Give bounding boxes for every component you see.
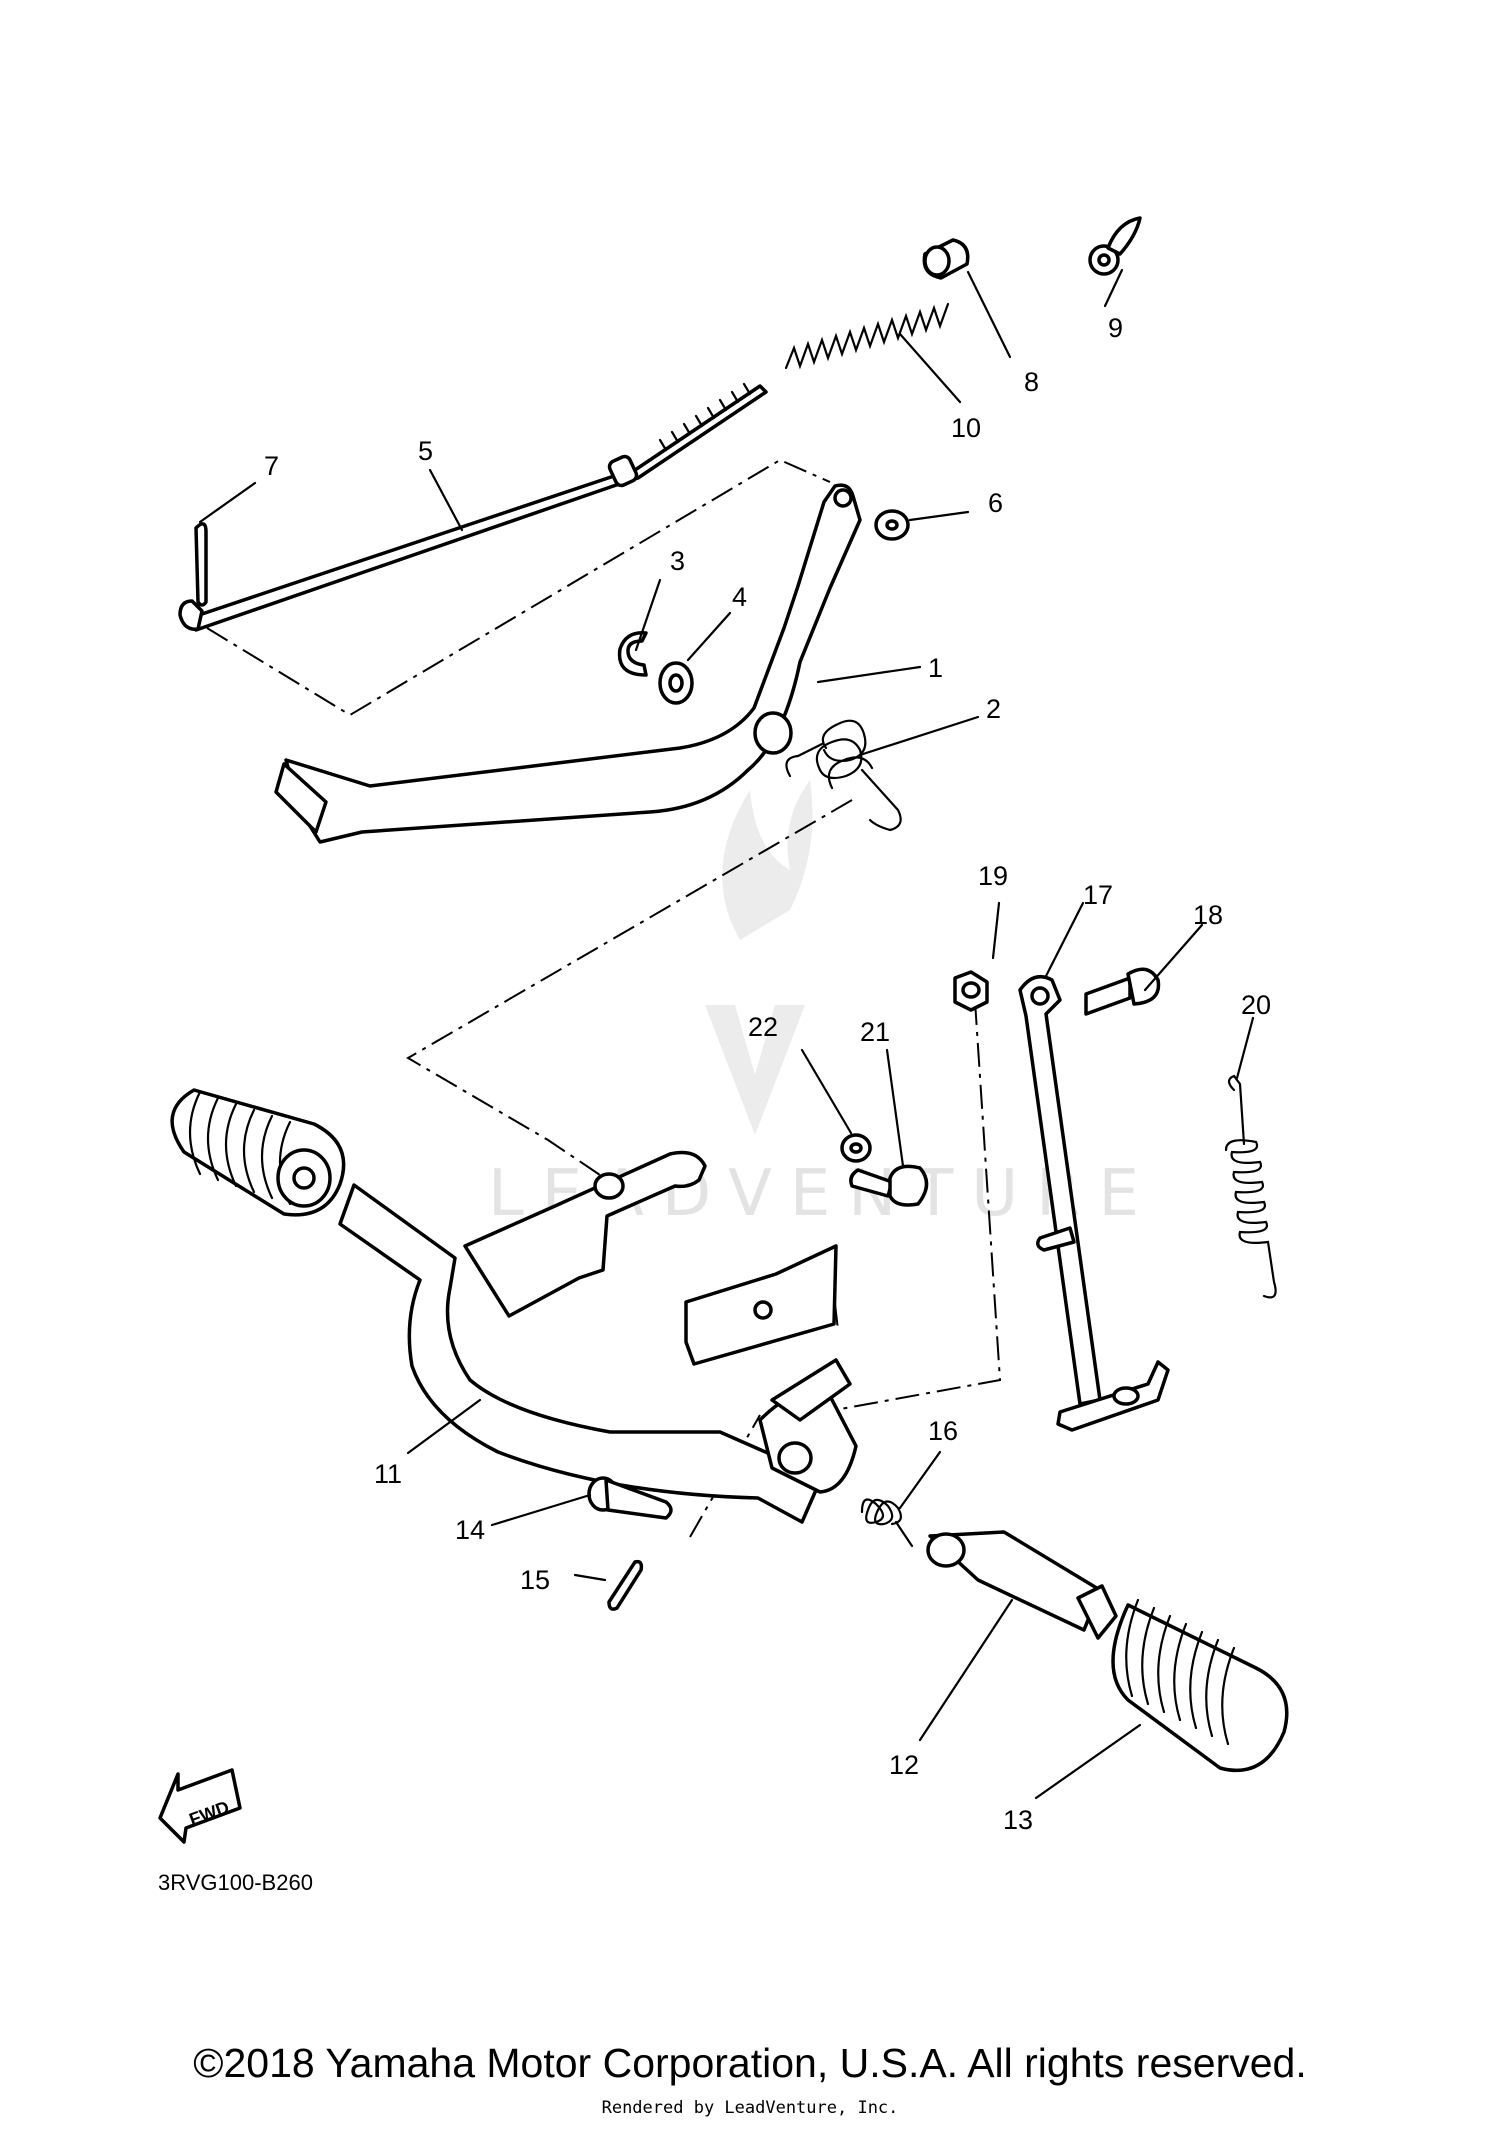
callout-9: 9 [1108, 313, 1123, 343]
callout-17: 17 [1083, 880, 1113, 910]
callout-5: 5 [418, 436, 433, 466]
callout-22: 22 [748, 1012, 778, 1042]
rendered-by-credit: Rendered by LeadVenture, Inc. [601, 2098, 899, 2118]
callout-21: 21 [860, 1017, 890, 1047]
part-7-cotter-pin [194, 522, 208, 607]
part-10-spring [784, 302, 950, 370]
left-footpeg-rubber [170, 1088, 346, 1217]
callout-10: 10 [951, 413, 981, 443]
callout-20: 20 [1241, 990, 1271, 1020]
part-3-circlip [617, 631, 648, 677]
callout-12: 12 [889, 1750, 919, 1780]
part-1-brake-pedal [274, 483, 862, 844]
part-19-nut [953, 970, 989, 1012]
callout-19: 19 [978, 861, 1008, 891]
part-6-washer [874, 509, 910, 541]
callout-8: 8 [1024, 367, 1039, 397]
part-4-washer [658, 661, 694, 705]
callout-11: 11 [374, 1459, 402, 1489]
part-22-washer [840, 1133, 872, 1163]
part-8-collar [922, 238, 970, 280]
part-9-wing-nut [1088, 216, 1142, 276]
part-21-bolt [849, 1164, 929, 1207]
callout-2: 2 [986, 694, 1001, 724]
part-17-side-stand [1018, 974, 1170, 1432]
part-14-clevis-pin [587, 1476, 673, 1520]
part-15-cotter-pin [607, 1559, 644, 1611]
part-2-spring [785, 719, 902, 832]
part-20-spring [1224, 1074, 1277, 1299]
callout-18: 18 [1193, 900, 1223, 930]
callout-3: 3 [670, 546, 685, 576]
callout-15: 15 [520, 1565, 550, 1595]
callout-7: 7 [264, 451, 279, 481]
part-16-spring [860, 1498, 914, 1548]
leader-lines [206, 458, 1002, 1538]
callout-6: 6 [988, 488, 1003, 518]
copyright-notice: ©2018 Yamaha Motor Corporation, U.S.A. A… [193, 2040, 1307, 2086]
part-5-brake-rod [178, 382, 768, 632]
part-11-footrest-bracket [338, 1150, 858, 1524]
part-12-footrest-shaft [926, 1530, 1118, 1640]
part-18-bolt [1084, 967, 1161, 1016]
callout-13: 13 [1003, 1805, 1033, 1835]
callout-14: 14 [455, 1515, 485, 1545]
callout-leaders [198, 268, 1255, 1800]
callout-1: 1 [928, 653, 943, 683]
callouts: 1 2 3 4 5 6 7 8 9 10 11 12 13 14 15 16 1… [264, 313, 1271, 1835]
callout-16: 16 [928, 1416, 958, 1446]
callout-4: 4 [732, 582, 747, 612]
drawing-code: 3RVG100-B260 [158, 1870, 313, 1895]
fwd-arrow-icon: FWD [158, 1768, 242, 1844]
part-13-footpeg-rubber [1111, 1598, 1289, 1773]
